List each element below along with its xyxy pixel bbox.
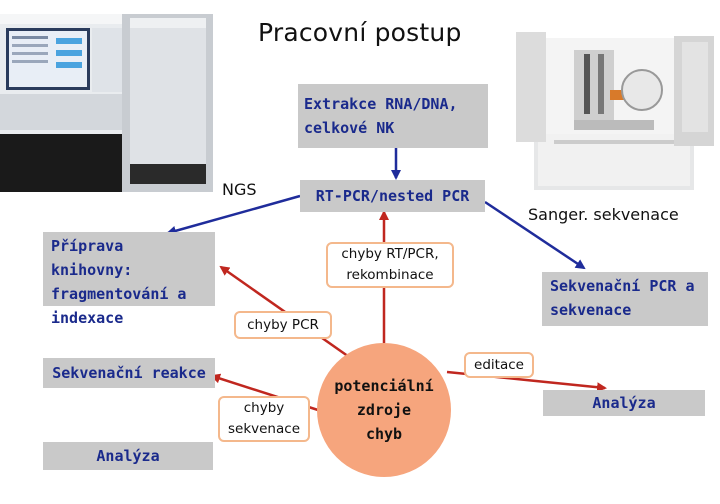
error-sequencing-line-2: sekvenace xyxy=(227,421,300,437)
arrow-rtpcr-to-sanger xyxy=(484,200,586,270)
extraction-line-1: Extrakce RNA/DNA, xyxy=(304,95,458,113)
sanger-pcr-line-1: Sekvenační PCR a xyxy=(550,277,695,295)
error-rt-pcr-line-1: chyby RT/PCR, xyxy=(341,246,439,262)
error-sources-line-2: zdroje xyxy=(356,401,412,419)
error-pcr-box: chyby PCR xyxy=(234,311,332,339)
seq-reaction-box: Sekvenační reakce xyxy=(43,358,215,388)
error-editing-box: editace xyxy=(464,352,534,378)
error-rt-pcr-box: chyby RT/PCR, rekombinace xyxy=(326,242,454,288)
error-sequencing-line-1: chyby xyxy=(243,400,285,416)
error-sources-line-1: potenciální xyxy=(334,377,434,395)
library-prep-line-2: fragmentování a xyxy=(51,285,187,303)
error-editing-label: editace xyxy=(474,357,524,373)
analysis-right-box: Analýza xyxy=(543,390,705,416)
error-rt-pcr-line-2: rekombinace xyxy=(346,267,434,283)
error-sources-line-3: chyb xyxy=(365,425,403,443)
sanger-pcr-line-2: sekvenace xyxy=(550,301,632,319)
analysis-left-label: Analýza xyxy=(96,447,160,465)
library-prep-line-1: Příprava knihovny: xyxy=(51,237,133,279)
library-prep-line-3: indexace xyxy=(51,309,124,327)
analysis-right-label: Analýza xyxy=(592,394,656,412)
library-prep-box: Příprava knihovny: fragmentování a index… xyxy=(43,232,215,327)
error-pcr-label: chyby PCR xyxy=(247,317,319,333)
arrow-rtpcr-to-library xyxy=(166,194,301,236)
ngs-label: NGS xyxy=(222,180,257,199)
rtpcr-box: RT-PCR/nested PCR xyxy=(300,180,485,212)
sanger-sequencer-image xyxy=(516,32,714,190)
analysis-left-box: Analýza xyxy=(43,442,213,470)
error-sequencing-box: chyby sekvenace xyxy=(218,396,310,442)
ngs-sequencer-image xyxy=(0,14,213,192)
rtpcr-label: RT-PCR/nested PCR xyxy=(315,187,470,205)
extraction-box: Extrakce RNA/DNA, celkové NK xyxy=(298,84,488,148)
seq-reaction-label: Sekvenační reakce xyxy=(52,364,206,382)
error-sources-circle: potenciální zdroje chyb xyxy=(317,343,451,477)
extraction-line-2: celkové NK xyxy=(304,119,395,137)
sanger-label: Sanger. sekvenace xyxy=(528,205,679,224)
page-title: Pracovní postup xyxy=(258,18,462,47)
sanger-pcr-box: Sekvenační PCR a sekvenace xyxy=(542,272,708,326)
